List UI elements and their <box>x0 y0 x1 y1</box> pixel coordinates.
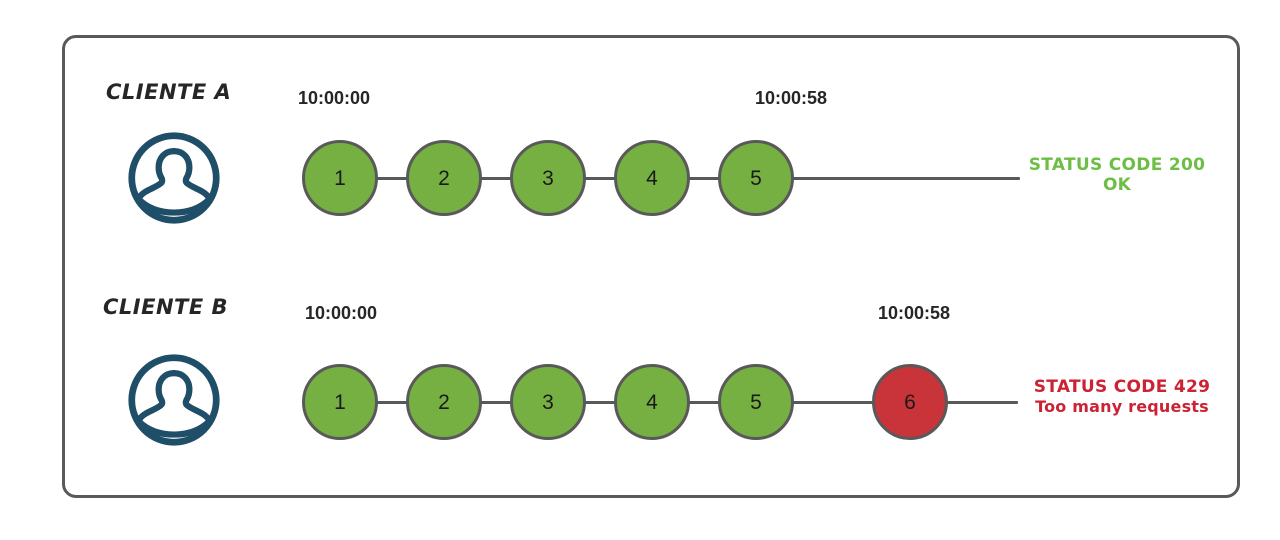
node-number: 1 <box>334 390 346 414</box>
client-b-request-node-5[interactable]: 5 <box>718 364 794 440</box>
client-a-request-node-4[interactable]: 4 <box>614 140 690 216</box>
status-code-line: STATUS CODE 200 <box>1028 155 1206 175</box>
node-number: 1 <box>334 166 346 190</box>
client-b-request-node-3[interactable]: 3 <box>510 364 586 440</box>
client-a-request-node-2[interactable]: 2 <box>406 140 482 216</box>
client-b-request-node-2[interactable]: 2 <box>406 364 482 440</box>
client-a-avatar-icon <box>126 130 222 226</box>
client-a-label: CLIENTE A <box>106 80 232 104</box>
node-number: 2 <box>438 390 450 414</box>
node-number: 3 <box>542 166 554 190</box>
client-b-start-time: 10:00:00 <box>305 303 378 323</box>
node-number: 4 <box>646 166 658 190</box>
node-number: 2 <box>438 166 450 190</box>
status-code-line: STATUS CODE 429 <box>1033 377 1211 397</box>
status-message-line: OK <box>1102 174 1132 195</box>
client-b-request-node-4[interactable]: 4 <box>614 364 690 440</box>
client-b-status-text: STATUS CODE 429 Too many requests <box>1022 377 1222 416</box>
client-b-request-node-6[interactable]: 6 <box>872 364 948 440</box>
node-number: 6 <box>904 390 916 414</box>
client-b-end-time: 10:00:58 <box>878 303 951 323</box>
client-a-status-text: STATUS CODE 200 OK <box>1022 155 1212 195</box>
node-number: 5 <box>750 390 762 414</box>
node-number: 4 <box>646 390 658 414</box>
client-b-label: CLIENTE B <box>103 295 229 319</box>
node-number: 5 <box>750 166 762 190</box>
client-a-end-time: 10:00:58 <box>755 88 828 108</box>
status-message-line: Too many requests <box>1035 396 1209 416</box>
client-a-request-node-3[interactable]: 3 <box>510 140 586 216</box>
client-a-request-node-1[interactable]: 1 <box>302 140 378 216</box>
client-a-request-node-5[interactable]: 5 <box>718 140 794 216</box>
client-b-request-node-1[interactable]: 1 <box>302 364 378 440</box>
client-a-start-time: 10:00:00 <box>298 88 371 108</box>
client-b-avatar-icon <box>126 352 222 448</box>
node-number: 3 <box>542 390 554 414</box>
